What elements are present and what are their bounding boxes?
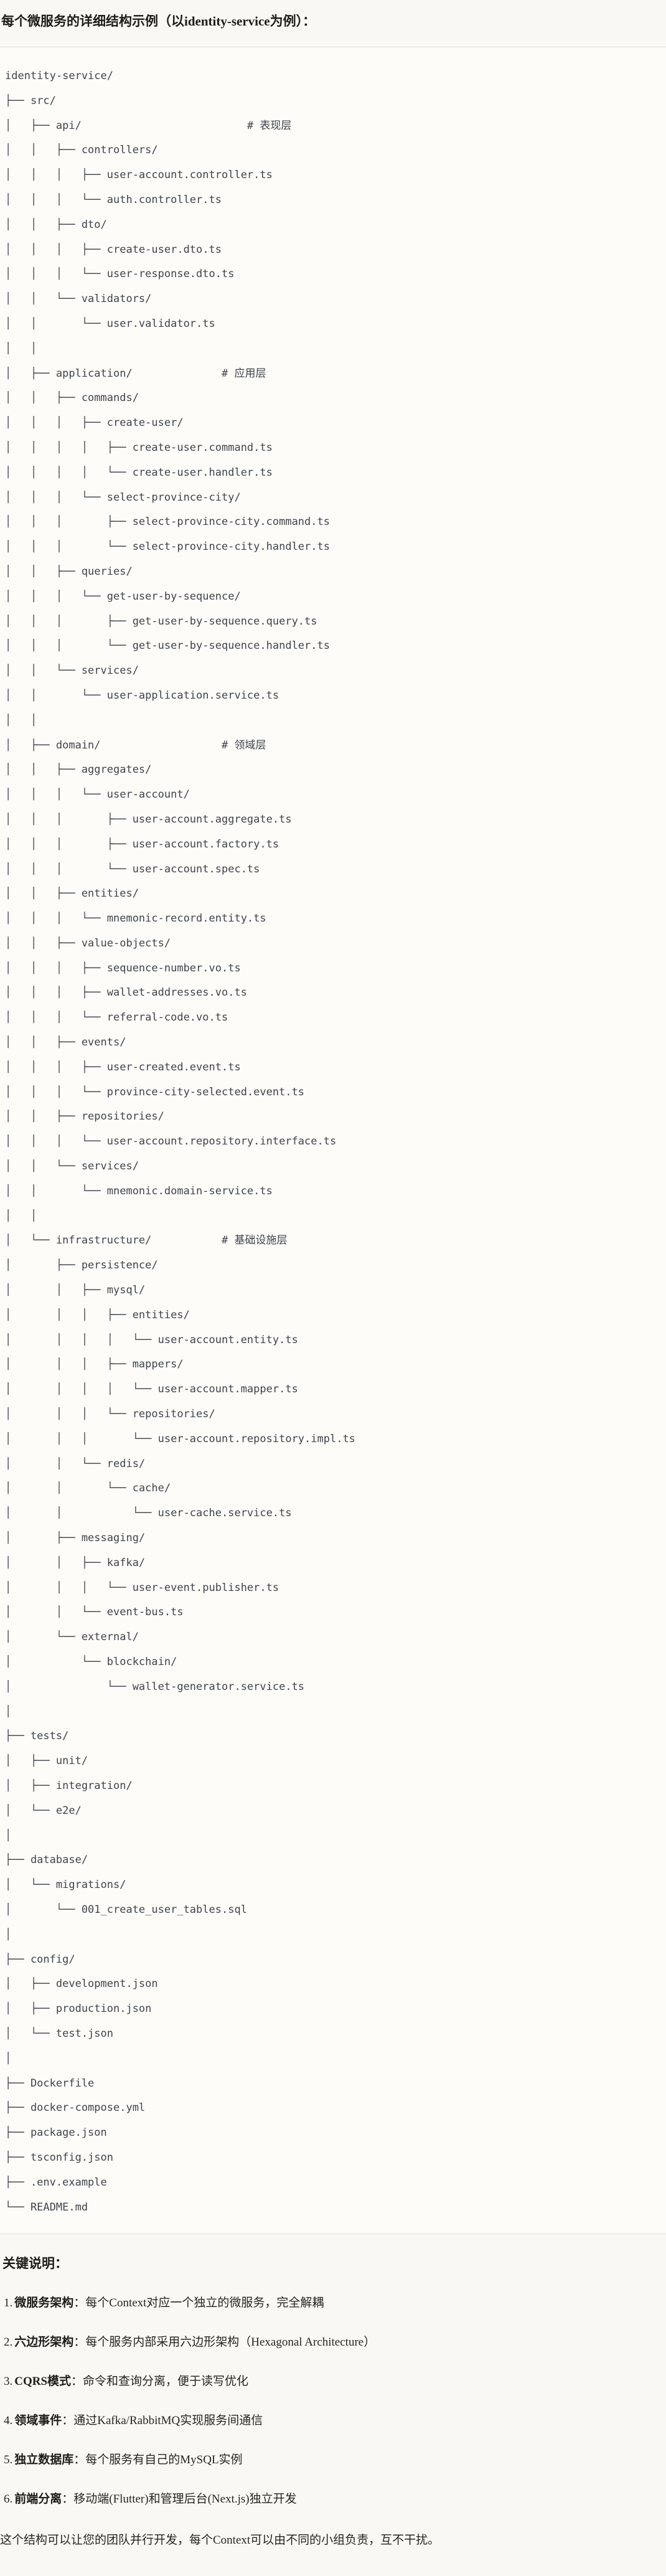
note-number: 6. <box>4 2493 13 2506</box>
note-term: CQRS模式 <box>14 2375 72 2389</box>
note-item-hexagonal: 2.六边形架构：每个服务内部采用六边形架构（Hexagonal Architec… <box>4 2334 666 2351</box>
page-title: 每个微服务的详细结构示例（以identity-service为例）： <box>1 14 316 29</box>
closing-paragraph: 这个结构可以让您的团队并行开发，每个Context可以由不同的小组负责，互不干扰… <box>0 2534 440 2547</box>
note-term: 领域事件 <box>14 2414 62 2428</box>
document-body: 每个微服务的详细结构示例（以identity-service为例）： ident… <box>0 12 666 2549</box>
note-term: 六边形架构 <box>14 2336 74 2349</box>
note-term: 微服务架构 <box>14 2296 74 2310</box>
note-number: 1. <box>4 2296 13 2310</box>
note-number: 3. <box>4 2375 13 2389</box>
note-term: 独立数据库 <box>14 2453 74 2467</box>
note-description: ：每个服务有自己的MySQL实例 <box>73 2453 243 2467</box>
note-term: 前端分离 <box>14 2493 62 2506</box>
note-description: ：通过Kafka/RabbitMQ实现服务间通信 <box>62 2414 263 2428</box>
note-item-cqrs: 3.CQRS模式：命令和查询分离，便于读写优化 <box>4 2373 666 2390</box>
note-item-microservices: 1.微服务架构：每个Context对应一个独立的微服务，完全解耦 <box>4 2295 666 2312</box>
note-number: 5. <box>4 2453 13 2467</box>
directory-tree-code-block: identity-service/ ├── src/ │ ├── api/ # … <box>0 47 666 2235</box>
note-item-independent-db: 5.独立数据库：每个服务有自己的MySQL实例 <box>4 2451 666 2469</box>
note-number: 4. <box>4 2414 13 2428</box>
note-number: 2. <box>4 2336 13 2349</box>
note-description: ：每个Context对应一个独立的微服务，完全解耦 <box>73 2296 324 2310</box>
note-description: ：移动端(Flutter)和管理后台(Next.js)独立开发 <box>62 2493 297 2506</box>
notes-heading: 关键说明： <box>2 2256 68 2272</box>
note-description: ：每个服务内部采用六边形架构（Hexagonal Architecture） <box>73 2336 376 2349</box>
note-item-frontend-split: 6.前端分离：移动端(Flutter)和管理后台(Next.js)独立开发 <box>4 2491 666 2508</box>
note-item-domain-events: 4.领域事件：通过Kafka/RabbitMQ实现服务间通信 <box>4 2412 666 2430</box>
note-description: ：命令和查询分离，便于读写优化 <box>71 2375 249 2389</box>
